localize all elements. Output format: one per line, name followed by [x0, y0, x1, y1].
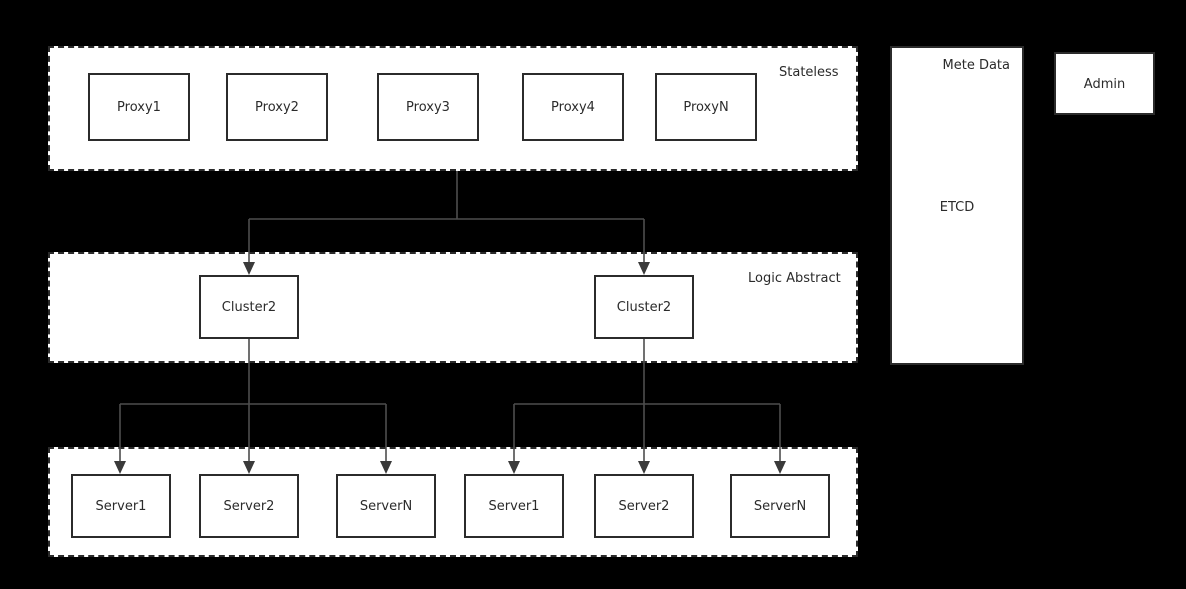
node-proxy3[interactable]: Proxy3: [377, 73, 479, 141]
node-server-1a[interactable]: Server1: [71, 474, 171, 538]
node-proxy2[interactable]: Proxy2: [226, 73, 328, 141]
node-server-2b[interactable]: Server2: [594, 474, 694, 538]
node-cluster-left[interactable]: Cluster2: [199, 275, 299, 339]
zone-logic-abstract: [48, 252, 858, 363]
zone-stateless-label: Stateless: [779, 65, 839, 80]
panel-admin[interactable]: [1054, 52, 1155, 115]
node-server-na[interactable]: ServerN: [336, 474, 436, 538]
node-server-2a[interactable]: Server2: [199, 474, 299, 538]
panel-mete-data[interactable]: [890, 46, 1024, 365]
node-cluster-right[interactable]: Cluster2: [594, 275, 694, 339]
zone-logic-abstract-label: Logic Abstract: [748, 271, 841, 286]
node-proxy4[interactable]: Proxy4: [522, 73, 624, 141]
node-server-nb[interactable]: ServerN: [730, 474, 830, 538]
zone-servers: [48, 447, 858, 557]
panel-mete-data-body: ETCD: [939, 200, 975, 215]
node-proxy1[interactable]: Proxy1: [88, 73, 190, 141]
node-proxyn[interactable]: ProxyN: [655, 73, 757, 141]
panel-admin-title: Admin: [1083, 77, 1126, 92]
panel-mete-data-title: Mete Data: [942, 58, 1010, 73]
node-server-1b[interactable]: Server1: [464, 474, 564, 538]
